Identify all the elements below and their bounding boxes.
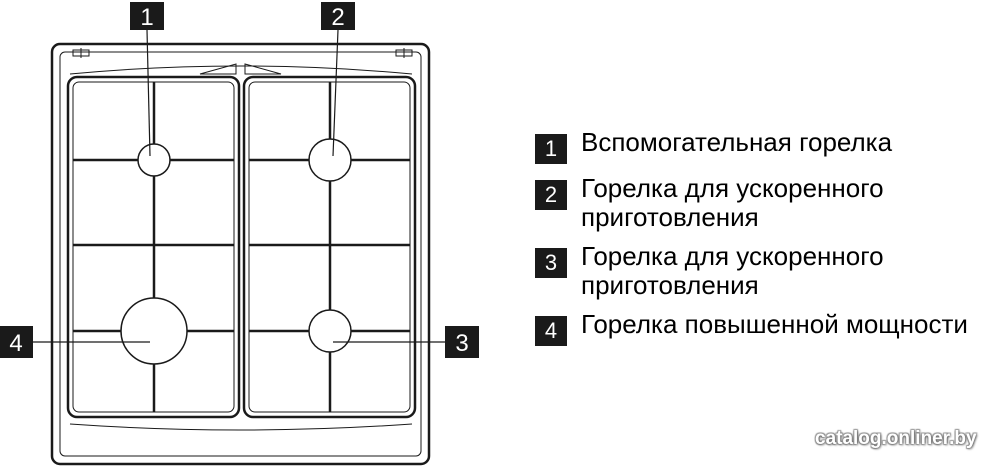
hob-diagram: 1 2 3 4 — [0, 2, 479, 466]
grate-left — [66, 75, 241, 419]
callout-leaders — [33, 29, 445, 343]
legend-item: 2 Горелка для ускоренного приготовления — [535, 174, 955, 232]
hob-bottom-arc — [69, 423, 413, 431]
legend-label: Вспомогательная горелка — [581, 127, 893, 157]
burner-2 — [308, 138, 352, 182]
legend-badge: 3 — [535, 248, 567, 278]
burner-4 — [120, 297, 188, 365]
callout-4: 4 — [0, 326, 33, 358]
legend-badge: 4 — [535, 316, 567, 346]
burner-legend: 1 Вспомогательная горелка 2 Горелка для … — [535, 128, 1005, 356]
knob-marker-left — [72, 48, 90, 58]
legend-badge: 1 — [535, 134, 567, 164]
callout-2: 2 — [321, 2, 355, 31]
callout-1-number: 1 — [140, 4, 153, 31]
legend-badge: 2 — [535, 180, 567, 210]
grate-right-bars — [249, 82, 410, 412]
callout-3-number: 3 — [455, 330, 468, 357]
hob-inner-outline — [59, 51, 422, 457]
legend-label: Горелка повышенной мощности — [581, 309, 968, 339]
legend-label: Горелка для ускоренного приготовления — [581, 241, 884, 300]
legend-item: 3 Горелка для ускоренного приготовления — [535, 242, 955, 300]
legend-item: 4 Горелка повышенной мощности — [535, 310, 1005, 346]
grate-right — [242, 75, 417, 419]
callout-4-number: 4 — [9, 330, 22, 357]
hob-outline — [50, 42, 431, 466]
legend-item: 1 Вспомогательная горелка — [535, 128, 1005, 164]
callout-1: 1 — [130, 2, 164, 31]
burner-1 — [137, 143, 171, 177]
burner-3 — [308, 309, 352, 353]
legend-label: Горелка для ускоренного приготовления — [581, 173, 884, 232]
triangle-right-icon — [244, 63, 282, 75]
watermark: catalog.onliner.by — [815, 428, 977, 449]
hob-top-arc — [69, 65, 413, 75]
knob-marker-right — [395, 48, 413, 58]
callout-2-number: 2 — [331, 4, 344, 31]
triangle-left-icon — [199, 63, 237, 75]
callout-3: 3 — [445, 326, 479, 358]
